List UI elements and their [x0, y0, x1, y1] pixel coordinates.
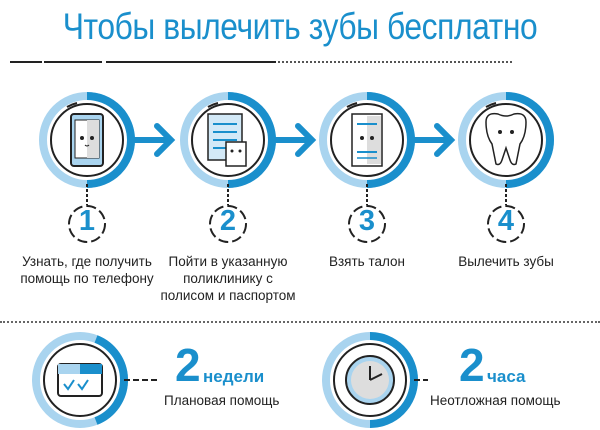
section-divider: [0, 321, 600, 323]
page-title: Чтобы вылечить зубы бесплатно: [62, 6, 538, 47]
urgent-circle: [322, 332, 418, 428]
step-4-number-ring: [487, 205, 525, 243]
clock-icon: [345, 355, 395, 405]
step-3-caption: Взять талон: [328, 254, 405, 269]
title-underline-3: [106, 61, 276, 63]
planned-value: 2: [175, 339, 201, 391]
steps-graphic: [0, 0, 600, 243]
title-underline-2: [44, 61, 102, 63]
planned-label: Плановая помощь: [164, 393, 280, 408]
calendar-icon: [57, 363, 103, 397]
step-4-circle: [462, 96, 550, 184]
arrow-icon: [131, 123, 176, 157]
step-1-caption: Узнать, где получить помощь по телефону: [20, 254, 154, 286]
urgent-value: 2: [459, 339, 485, 391]
step-1-number-ring: [68, 205, 106, 243]
tooth-icon: [485, 112, 527, 166]
title-underline-1: [10, 61, 42, 63]
step-3-number: 3: [358, 205, 376, 237]
step-2-circle: [184, 96, 272, 184]
step-1-circle: [43, 96, 131, 184]
arrow-icon: [272, 123, 317, 157]
timing-graphic: [32, 332, 428, 428]
smartphone-icon: [70, 113, 104, 167]
step-4-number: 4: [497, 205, 515, 237]
urgent-label: Неотложная помощь: [430, 393, 561, 408]
step-1-number: 1: [78, 205, 96, 237]
step-3-number-ring: [348, 205, 386, 243]
step-2-number-ring: [209, 205, 247, 243]
planned-unit: недели: [203, 367, 265, 386]
step-2-caption: Пойти в указанную поликлинику с полисом …: [160, 254, 296, 303]
arrow-icon: [411, 123, 456, 157]
step-4-caption: Вылечить зубы: [458, 254, 554, 269]
title-underline-dotted: [278, 61, 512, 63]
documents-icon: [207, 113, 247, 167]
step-3-circle: [323, 96, 411, 184]
urgent-unit: часа: [487, 367, 526, 386]
planned-circle: [32, 332, 129, 428]
step-2-number: 2: [219, 205, 237, 237]
ticket-icon: [351, 113, 383, 167]
